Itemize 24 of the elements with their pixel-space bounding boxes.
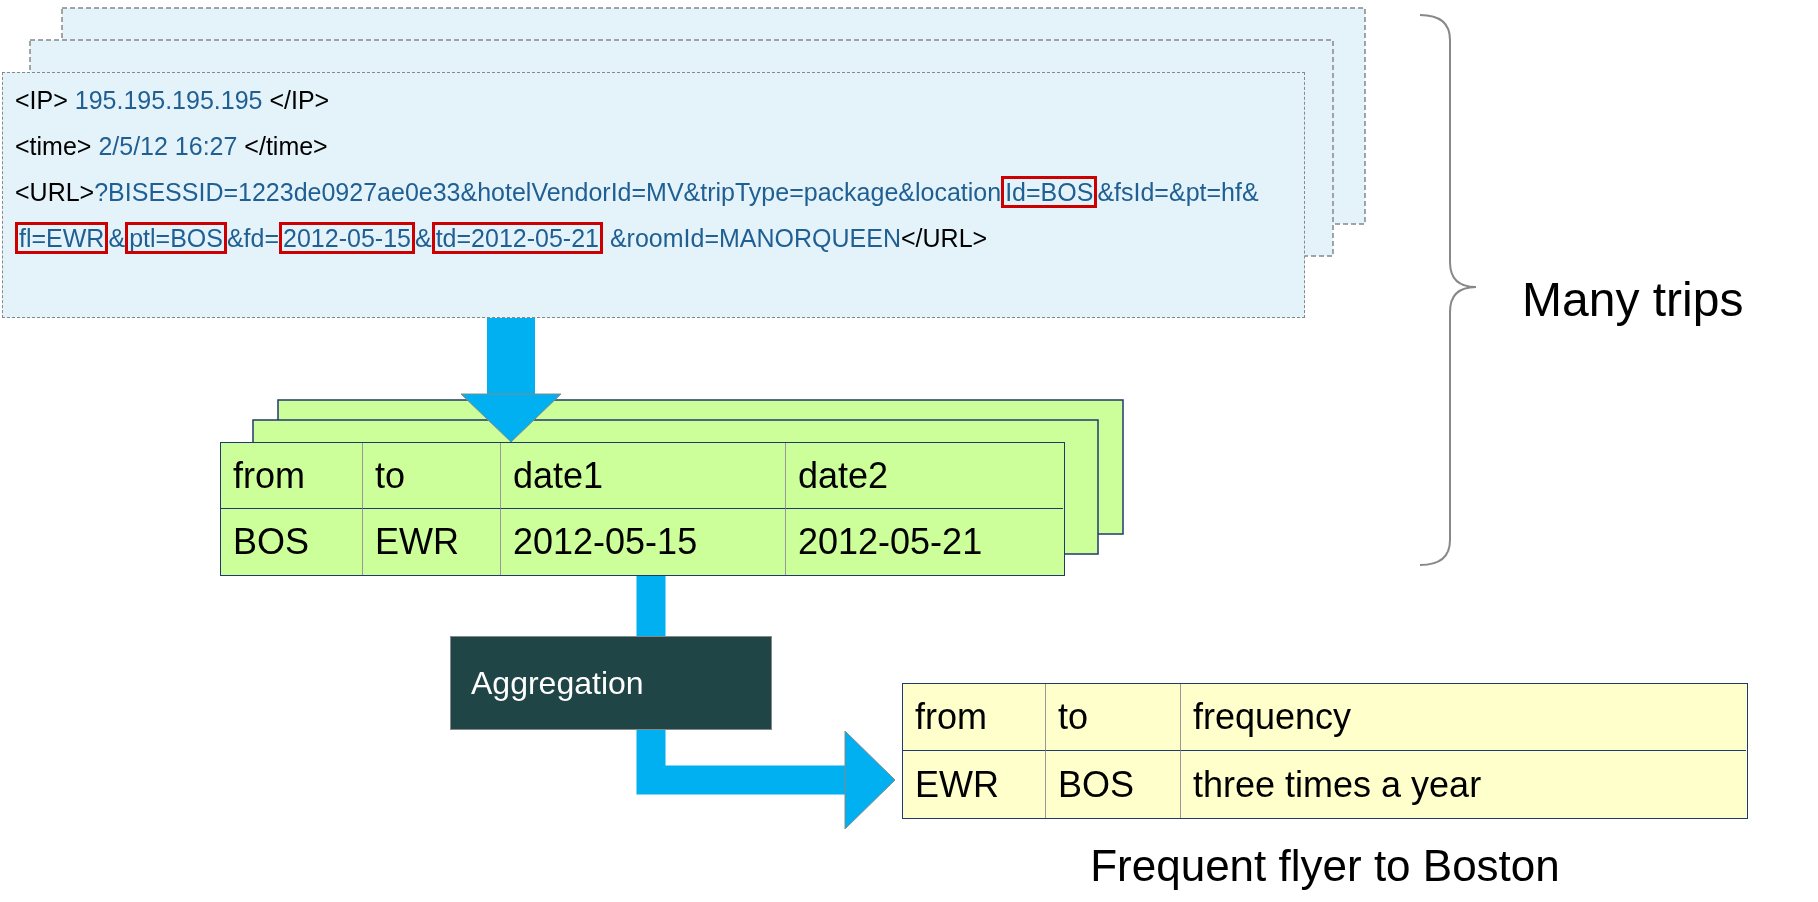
process-box: Aggregation xyxy=(450,636,772,730)
table-value: 2012-05-15 xyxy=(501,509,786,575)
column-header: date1 xyxy=(501,443,786,509)
log-line: <time> 2/5/12 16:27 </time> xyxy=(15,131,329,162)
column-header: date2 xyxy=(786,443,1063,509)
column-header: from xyxy=(221,443,363,509)
log-record-card xyxy=(2,72,1305,318)
data-table xyxy=(902,683,1748,819)
column-header: to xyxy=(363,443,501,509)
table-value: EWR xyxy=(363,509,501,575)
data-table xyxy=(220,442,1065,576)
table-value: three times a year xyxy=(1192,762,1483,807)
column-header: to xyxy=(1046,684,1181,751)
column-header: frequency xyxy=(1181,684,1746,751)
block-arrow xyxy=(636,730,896,830)
column-header: from xyxy=(903,684,1046,751)
table-caption: Frequent flyer to Boston xyxy=(1089,841,1561,891)
group-label: Many trips xyxy=(1522,272,1744,327)
table-value: EWR xyxy=(903,751,1046,818)
table-value: 2012-05-21 xyxy=(797,520,984,564)
log-line: <IP> 195.195.195.195 </IP> xyxy=(15,85,331,116)
table-value: BOS xyxy=(221,509,363,575)
table-value: BOS xyxy=(1046,751,1181,818)
block-arrow xyxy=(460,318,562,443)
